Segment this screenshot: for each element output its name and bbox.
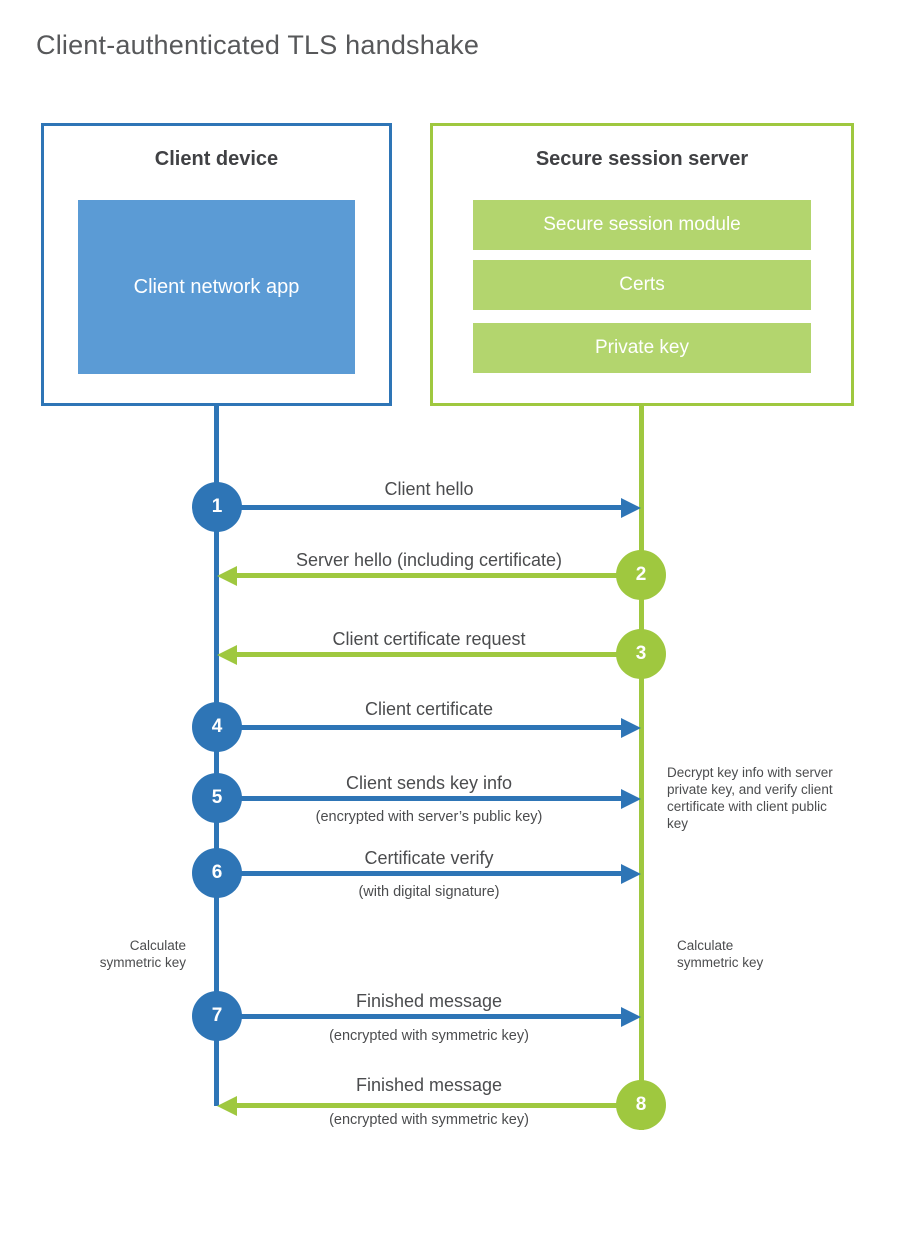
message-label: Certificate verify: [364, 848, 494, 868]
message-label: Client certificate request: [332, 629, 526, 649]
step-2-circle: 2: [616, 550, 666, 600]
server-lifeline: [639, 405, 644, 1130]
secure-session-server-box: Secure session server Secure session mod…: [430, 123, 854, 406]
step-6-circle: 6: [192, 848, 242, 898]
client-device-box: Client device Client network app: [41, 123, 392, 406]
arrow-right-icon: [217, 725, 621, 730]
message-sublabel: (encrypted with server’s public key): [315, 809, 543, 825]
client-network-app-box: Client network app: [78, 200, 355, 374]
message-label: Client certificate: [364, 699, 494, 719]
private-key-bar: Private key: [473, 323, 811, 373]
step-4-circle: 4: [192, 702, 242, 752]
message-label: Server hello (including certificate): [295, 550, 563, 570]
message-label: Finished message: [355, 991, 503, 1011]
decrypt-note: Decrypt key info with server private key…: [667, 765, 833, 831]
message-label: Finished message: [355, 1075, 503, 1095]
arrow-right-icon: [217, 505, 621, 510]
step-7-circle: 7: [192, 991, 242, 1041]
arrow-left-icon: [237, 1103, 641, 1108]
step-1-circle: 1: [192, 482, 242, 532]
message-label: Client sends key info: [345, 773, 513, 793]
calculate-symmetric-key-note-client: Calculate symmetric key: [99, 938, 186, 970]
message-sublabel: (encrypted with symmetric key): [329, 1112, 529, 1128]
arrow-right-icon: [217, 871, 621, 876]
calculate-symmetric-key-note-server: Calculate symmetric key: [677, 938, 764, 970]
secure-session-server-title: Secure session server: [535, 148, 749, 170]
page-title: Client-authenticated TLS handshake: [36, 30, 480, 60]
arrow-left-icon: [237, 573, 641, 578]
message-sublabel: (with digital signature): [358, 884, 500, 900]
arrow-right-icon: [217, 1014, 621, 1019]
step-5-circle: 5: [192, 773, 242, 823]
step-3-circle: 3: [616, 629, 666, 679]
arrow-right-icon: [217, 796, 621, 801]
step-8-circle: 8: [616, 1080, 666, 1130]
message-label: Client hello: [384, 479, 474, 499]
secure-session-module-bar: Secure session module: [473, 200, 811, 250]
arrow-left-icon: [237, 652, 641, 657]
message-sublabel: (encrypted with symmetric key): [329, 1028, 529, 1044]
certs-bar: Certs: [473, 260, 811, 310]
client-lifeline: [214, 405, 219, 1106]
client-device-title: Client device: [154, 148, 279, 170]
